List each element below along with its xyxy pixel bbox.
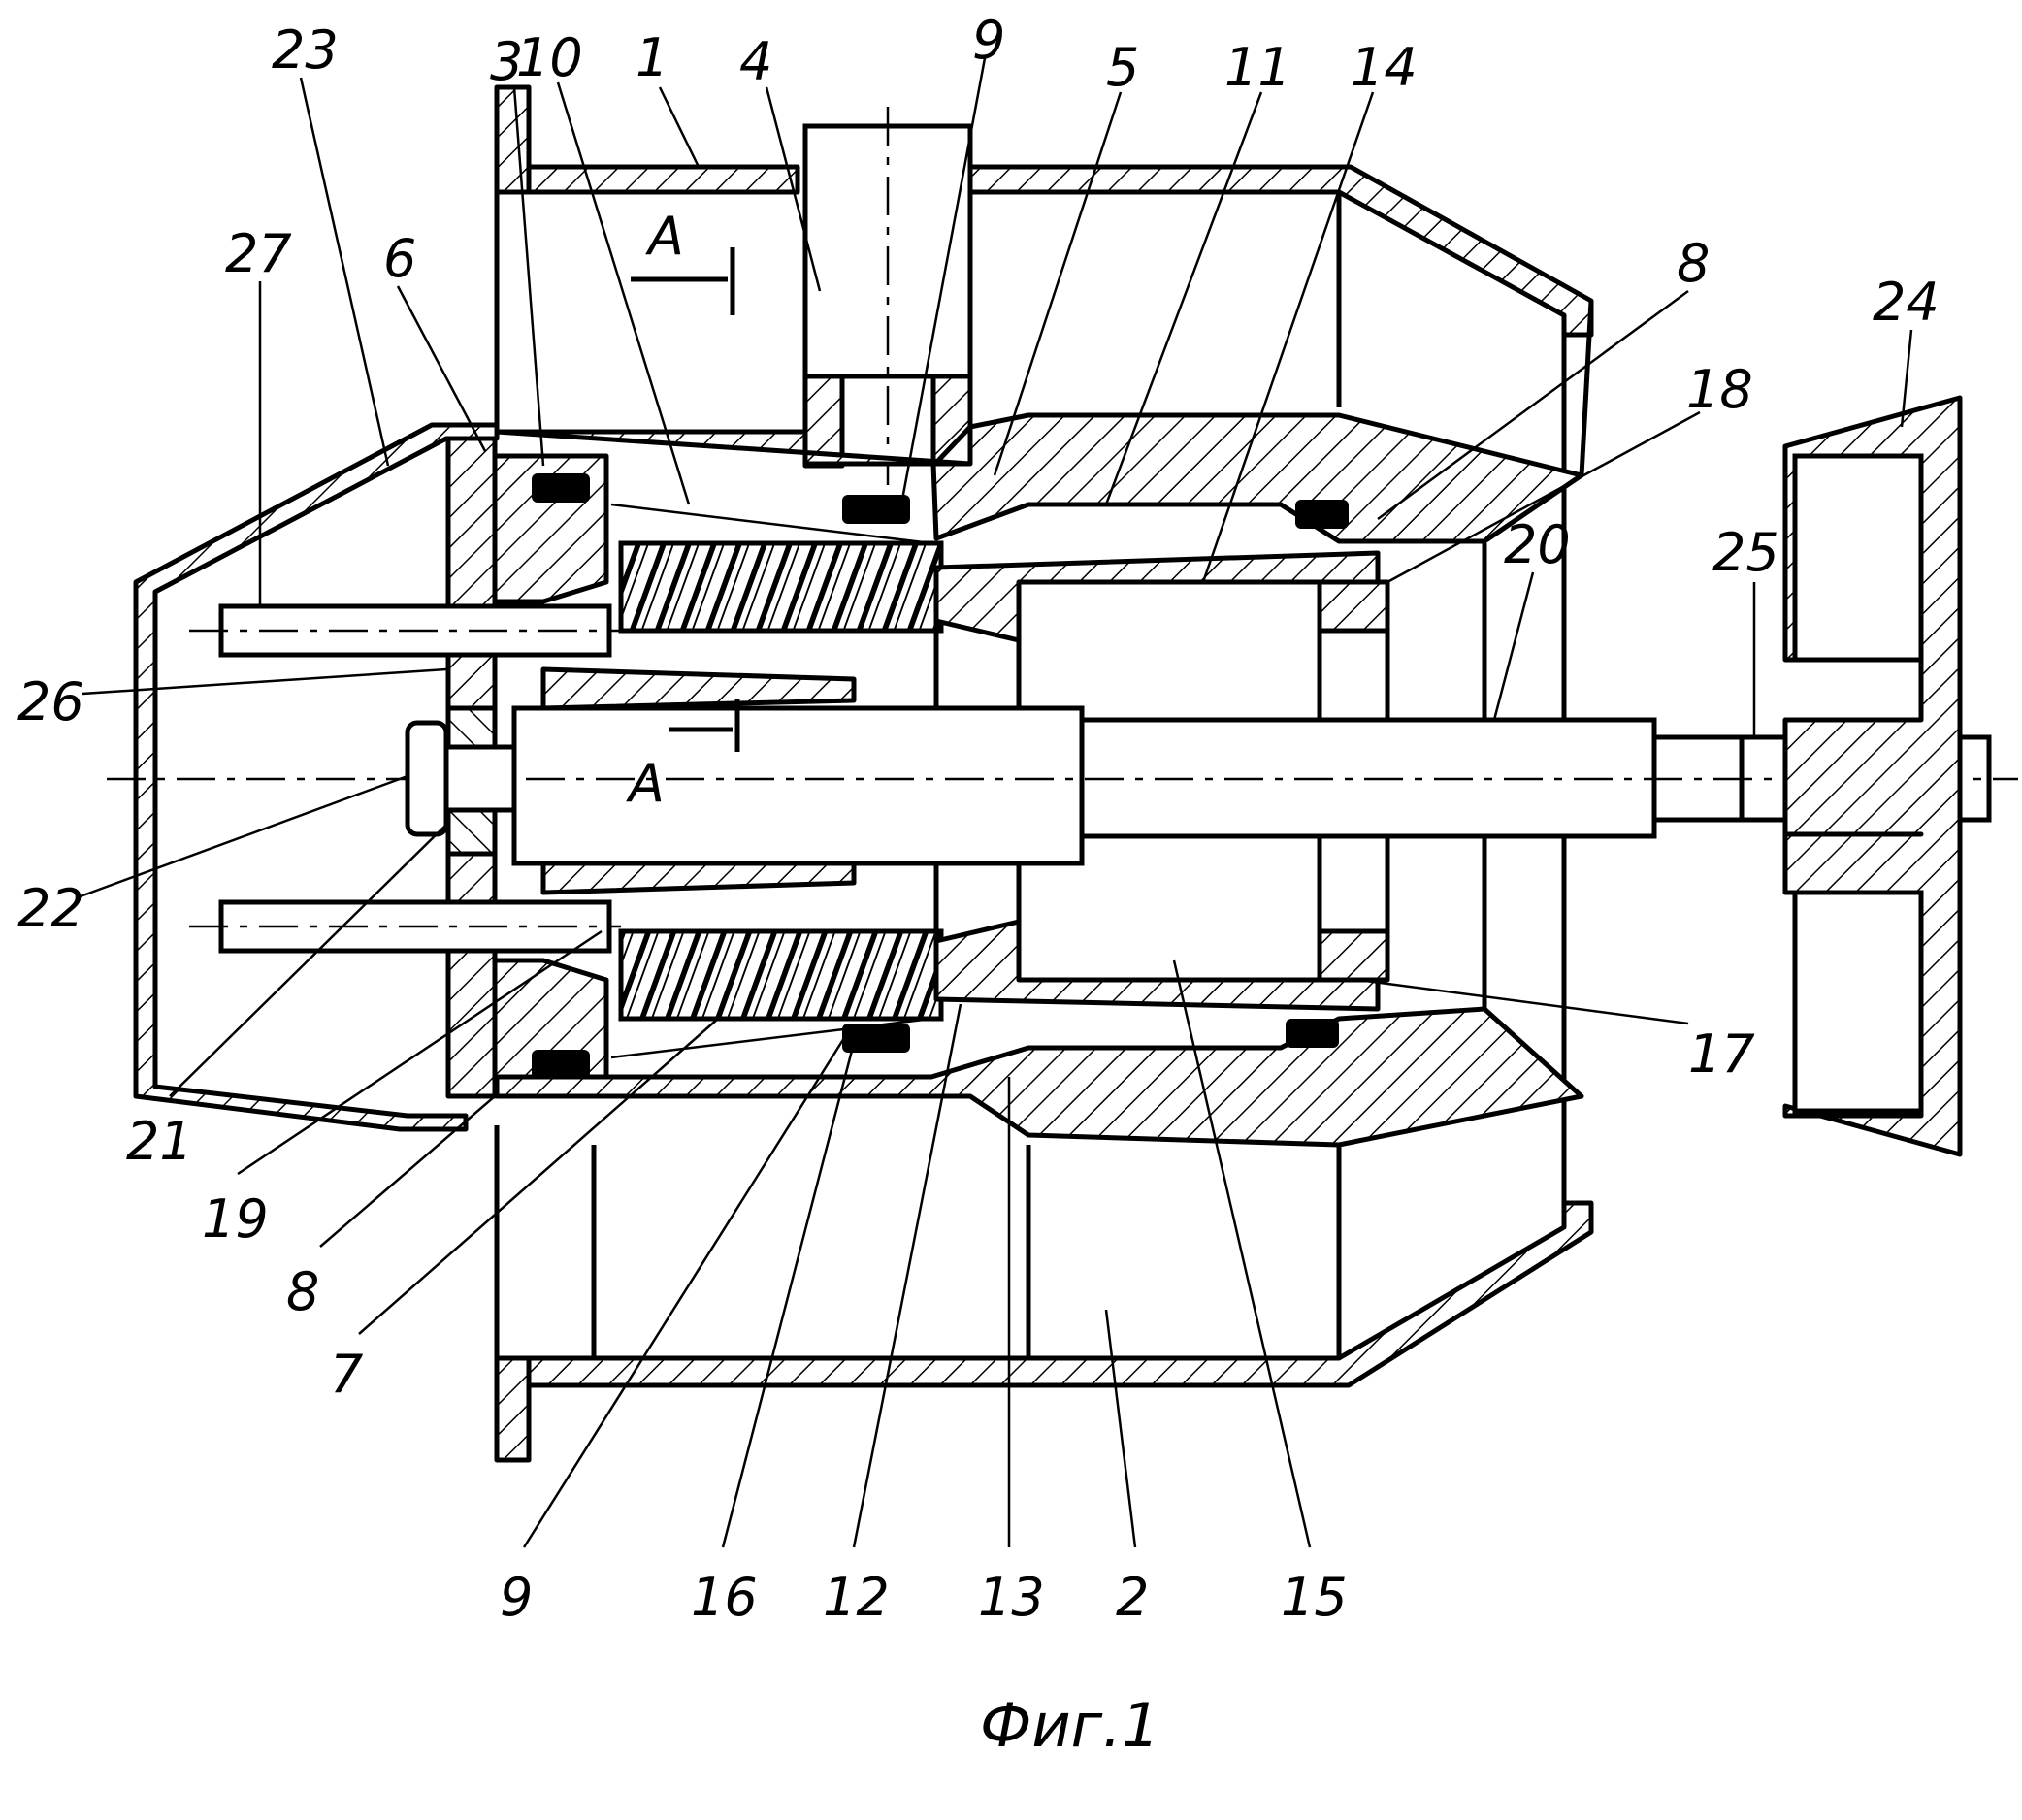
inlet-pipe — [805, 107, 970, 485]
label-8-bottom: 8 — [286, 1261, 319, 1322]
impeller — [1785, 398, 1960, 1154]
label-22: 22 — [17, 878, 84, 939]
label-6: 6 — [383, 228, 416, 289]
label-25: 25 — [1712, 522, 1779, 583]
label-20: 20 — [1504, 514, 1571, 575]
label-9-top: 9 — [972, 10, 1005, 71]
label-19: 19 — [202, 1188, 269, 1250]
label-5: 5 — [1106, 37, 1139, 98]
label-2: 2 — [1116, 1567, 1149, 1628]
section-a-bottom: A — [626, 753, 665, 814]
label-14: 14 — [1351, 37, 1418, 98]
label-13: 13 — [978, 1567, 1045, 1628]
label-8-top: 8 — [1677, 233, 1710, 294]
label-17: 17 — [1688, 1024, 1755, 1085]
label-21: 21 — [126, 1111, 193, 1172]
label-1: 1 — [636, 27, 669, 88]
label-26: 26 — [17, 671, 84, 732]
label-11: 11 — [1224, 37, 1291, 98]
label-7: 7 — [330, 1344, 363, 1405]
section-a-top: A — [645, 206, 684, 267]
figure-caption: Фиг.1 — [980, 1690, 1159, 1761]
label-12: 12 — [823, 1567, 890, 1628]
label-24: 24 — [1873, 272, 1940, 333]
label-4: 4 — [739, 31, 772, 92]
label-15: 15 — [1281, 1567, 1348, 1628]
shaft — [107, 708, 2018, 863]
label-9-bottom: 9 — [500, 1567, 533, 1628]
label-10: 10 — [516, 27, 583, 88]
label-23: 23 — [272, 19, 339, 81]
label-27: 27 — [225, 223, 292, 284]
label-18: 18 — [1686, 359, 1753, 420]
label-16: 16 — [691, 1567, 758, 1628]
